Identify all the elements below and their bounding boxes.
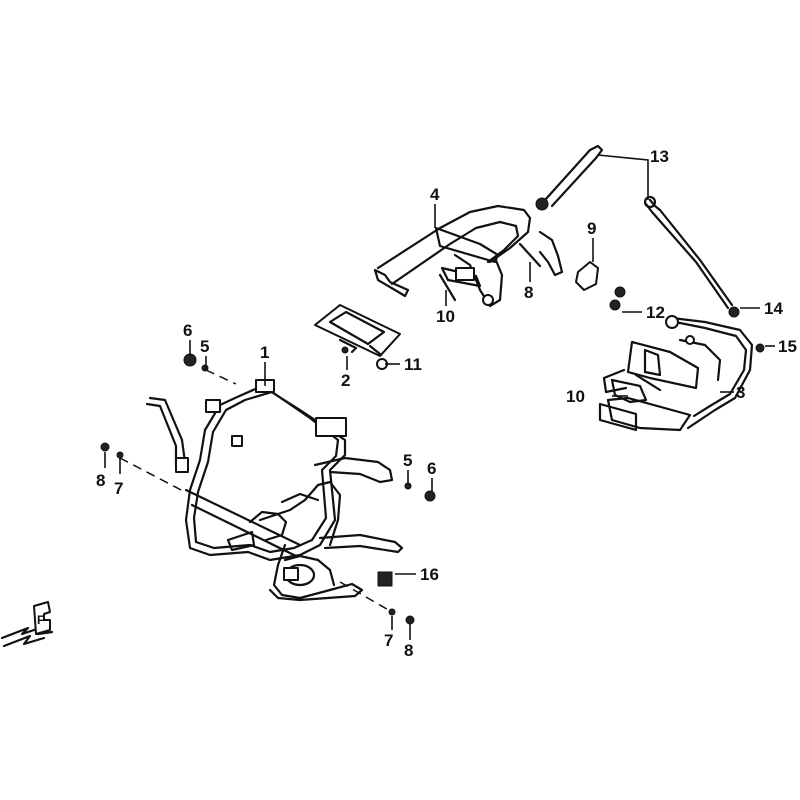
callout-2: 2 — [341, 371, 350, 390]
hardware-items — [100, 197, 765, 625]
callout-6a: 6 — [183, 321, 192, 340]
callout-5a: 5 — [200, 337, 209, 356]
callout-4: 4 — [430, 185, 440, 204]
callout-3: 3 — [736, 383, 745, 402]
leader-lines — [104, 154, 775, 640]
grommet-13 — [535, 197, 549, 211]
callout-labels: 1 2 3 4 5 5 6 6 7 7 8 8 8 9 10 10 11 12 … — [96, 147, 797, 660]
callout-1: 1 — [260, 343, 269, 362]
callout-8c: 8 — [524, 283, 533, 302]
bolt-15 — [755, 343, 765, 353]
direction-label: F — [37, 613, 44, 627]
callout-10b: 10 — [566, 387, 585, 406]
bolt-10a — [438, 273, 457, 302]
bolt-8a — [100, 442, 110, 452]
callout-14: 14 — [764, 299, 783, 318]
callout-8b: 8 — [404, 641, 413, 660]
cable-rod-part-13 — [543, 144, 734, 310]
bolt-8b — [405, 615, 415, 625]
bracket-part-9 — [575, 261, 599, 291]
bolt-8c — [518, 242, 542, 268]
grommet-14 — [728, 306, 740, 318]
callout-7b: 7 — [384, 631, 393, 650]
callout-12: 12 — [646, 303, 665, 322]
callout-15: 15 — [778, 337, 797, 356]
callout-8a: 8 — [96, 471, 105, 490]
callout-16: 16 — [420, 565, 439, 584]
callout-13: 13 — [650, 147, 669, 166]
callout-11: 11 — [404, 355, 422, 374]
bolt-10b — [634, 373, 662, 392]
main-frame-part-1 — [145, 379, 404, 602]
assembly-lines — [119, 369, 393, 613]
clip-16 — [377, 571, 393, 587]
washer-7a — [116, 451, 124, 459]
rear-frame-part-3 — [598, 315, 754, 432]
callout-6b: 6 — [427, 459, 436, 478]
callout-9: 9 — [587, 219, 596, 238]
callout-5b: 5 — [403, 451, 412, 470]
bolt-6b — [424, 490, 436, 502]
nut-12a — [614, 286, 626, 298]
upper-carrier-part-4 — [373, 204, 564, 308]
callout-7a: 7 — [114, 479, 123, 498]
plate-part-2 — [314, 304, 401, 357]
nut-12b — [609, 299, 621, 311]
forward-arrow-icon: F — [0, 601, 54, 648]
callout-10a: 10 — [436, 307, 455, 326]
